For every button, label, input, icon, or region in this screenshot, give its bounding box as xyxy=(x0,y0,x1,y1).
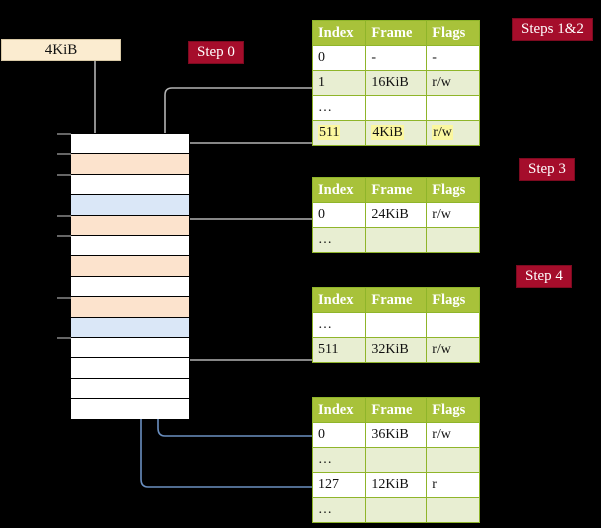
column-header-flags: Flags xyxy=(426,287,480,313)
table-cell xyxy=(426,227,480,253)
table-cell: r/w xyxy=(426,70,480,96)
table-cell: … xyxy=(311,447,367,473)
memory-tick xyxy=(57,297,71,299)
table-cell: 511 xyxy=(311,337,367,363)
memory-tick xyxy=(57,153,71,155)
column-header-index: Index xyxy=(311,397,367,423)
table-cell xyxy=(426,95,480,121)
table-cell: - xyxy=(426,45,480,71)
memory-tick xyxy=(57,133,71,135)
memory-frame-row xyxy=(71,317,189,338)
memory-frame-row xyxy=(71,276,189,298)
memory-tick xyxy=(57,337,71,339)
memory-tick xyxy=(57,235,71,237)
table-cell: r/w xyxy=(426,337,480,363)
table-cell xyxy=(365,447,428,473)
table-cell xyxy=(365,497,428,523)
step-badge-step-3: Step 3 xyxy=(519,158,575,181)
table-cell: 127 xyxy=(311,472,367,498)
table-row: … xyxy=(311,497,480,523)
memory-frame-row xyxy=(71,378,189,400)
table-cell: 0 xyxy=(311,422,367,448)
table-cell xyxy=(365,227,428,253)
table-cell xyxy=(426,312,480,338)
table-row: 0-- xyxy=(311,45,480,71)
table-cell: … xyxy=(311,312,367,338)
table-row: … xyxy=(311,227,480,253)
table-cell: 0 xyxy=(311,202,367,228)
memory-tick xyxy=(57,215,71,217)
column-header-frame: Frame xyxy=(365,177,428,203)
table-cell: … xyxy=(311,95,367,121)
table-cell xyxy=(365,312,428,338)
table-row: 511 4KiB r/w xyxy=(311,120,480,146)
table-row: … xyxy=(311,95,480,121)
table-cell: r/w xyxy=(426,120,480,146)
table-cell: … xyxy=(311,497,367,523)
step-badge-step-0: Step 0 xyxy=(188,41,244,64)
frame-size-label: 4KiB xyxy=(1,39,121,61)
table-cell: r/w xyxy=(426,202,480,228)
table-cell: 12KiB xyxy=(365,472,428,498)
table-cell: r xyxy=(426,472,480,498)
step-badge-steps-1-2: Steps 1&2 xyxy=(512,18,593,41)
column-header-frame: Frame xyxy=(365,397,428,423)
highlighted-value: 4KiB xyxy=(371,125,404,140)
memory-frame-row xyxy=(71,174,189,196)
table-cell: 1 xyxy=(311,70,367,96)
column-header-flags: Flags xyxy=(426,397,480,423)
memory-frame-row xyxy=(71,399,189,420)
frame-size-text: 4KiB xyxy=(44,42,78,58)
step-badge-step-4: Step 4 xyxy=(516,265,572,288)
table-cell: 4KiB xyxy=(365,120,428,146)
memory-frame-row xyxy=(71,154,189,175)
column-header-index: Index xyxy=(311,287,367,313)
table-cell: 32KiB xyxy=(365,337,428,363)
table-cell xyxy=(426,447,480,473)
table-cell: 36KiB xyxy=(365,422,428,448)
column-header-index: Index xyxy=(311,177,367,203)
table-cell: 16KiB xyxy=(365,70,428,96)
table-row: … xyxy=(311,447,480,473)
memory-frame-row xyxy=(71,337,189,359)
highlighted-value: 511 xyxy=(318,125,341,140)
table-cell: 511 xyxy=(311,120,367,146)
table-cell xyxy=(365,95,428,121)
table-row: … xyxy=(311,312,480,338)
highlighted-value: r/w xyxy=(432,125,453,140)
column-header-flags: Flags xyxy=(426,177,480,203)
table-cell: r/w xyxy=(426,422,480,448)
memory-frame-row xyxy=(71,215,189,236)
memory-frame-row xyxy=(71,256,189,277)
memory-frame-row xyxy=(71,134,189,155)
table-cell xyxy=(426,497,480,523)
memory-tick xyxy=(57,174,71,176)
column-header-frame: Frame xyxy=(365,20,428,46)
table-cell: … xyxy=(311,227,367,253)
table-cell: - xyxy=(365,45,428,71)
table-cell: 0 xyxy=(311,45,367,71)
column-header-index: Index xyxy=(311,20,367,46)
memory-frame-row xyxy=(71,358,189,379)
physical-memory-column xyxy=(70,133,190,420)
memory-frame-row xyxy=(71,297,189,318)
memory-frame-row xyxy=(71,235,189,257)
memory-frame-row xyxy=(71,195,189,216)
table-cell: 24KiB xyxy=(365,202,428,228)
column-header-flags: Flags xyxy=(426,20,480,46)
column-header-frame: Frame xyxy=(365,287,428,313)
